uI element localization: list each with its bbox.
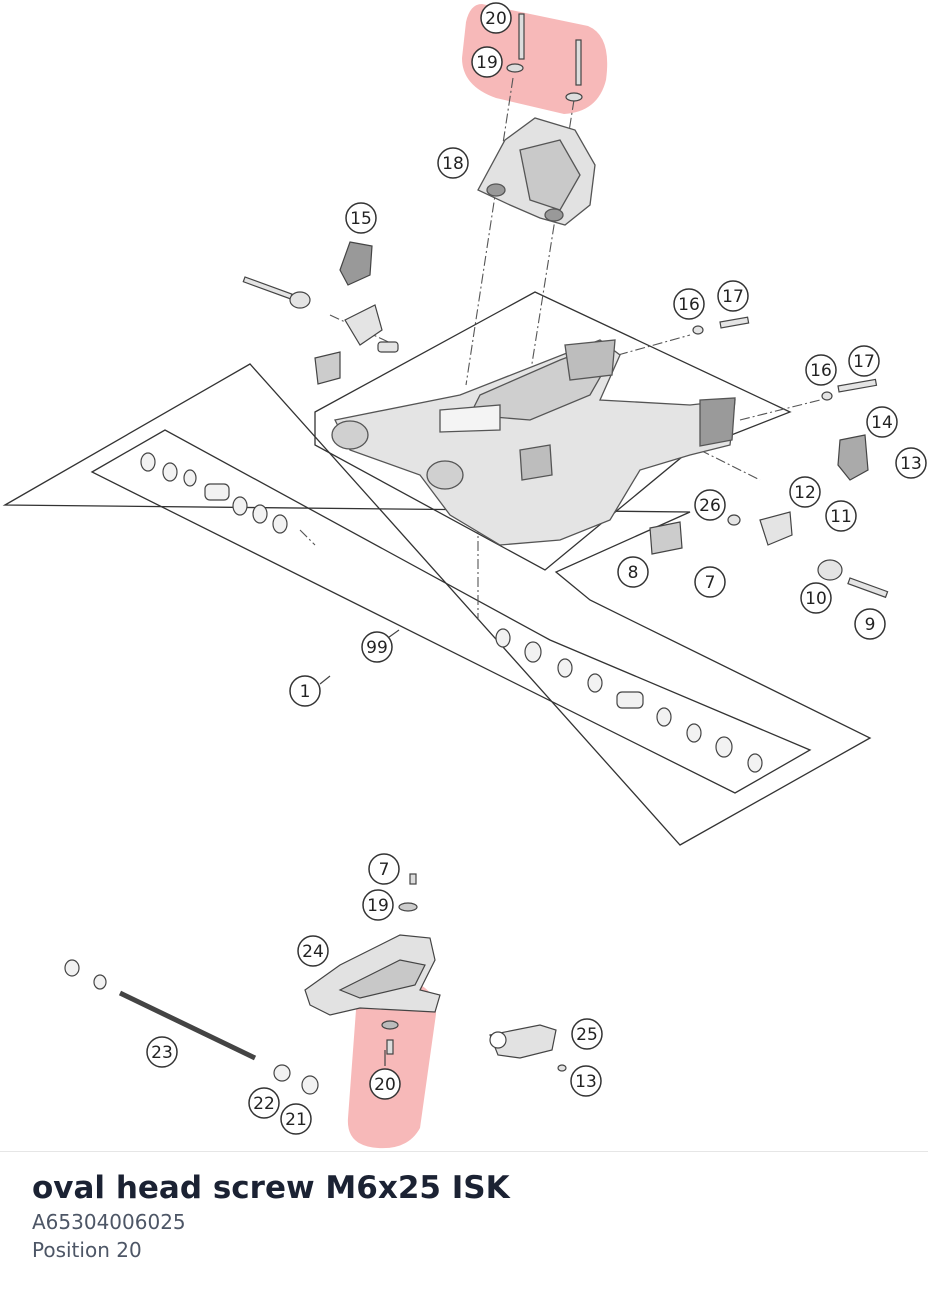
callout-11: 11 bbox=[830, 507, 852, 527]
callout-21: 21 bbox=[285, 1110, 307, 1130]
callout-20-top: 20 bbox=[485, 9, 507, 29]
callout-14-circle[interactable] bbox=[866, 406, 898, 438]
callout-20-bottom: 20 bbox=[374, 1075, 396, 1095]
bearing-set-left bbox=[140, 452, 288, 534]
highlight-position-20-bottom[interactable] bbox=[347, 979, 436, 1149]
callout-19b: 19 bbox=[367, 896, 389, 916]
callout-21-circle[interactable] bbox=[280, 1103, 312, 1135]
callout-1: 1 bbox=[300, 682, 311, 702]
callout-12-circle[interactable] bbox=[789, 476, 821, 508]
callout-16b: 16 bbox=[810, 361, 832, 381]
callout-13b-circle[interactable] bbox=[570, 1065, 602, 1097]
callout-24-circle[interactable] bbox=[297, 935, 329, 967]
callout-7b-circle[interactable] bbox=[368, 853, 400, 885]
kit-outline-1 bbox=[2, 363, 872, 846]
callout-7a-circle[interactable] bbox=[694, 566, 726, 598]
chain-slider bbox=[304, 873, 441, 1055]
screw-20-left bbox=[518, 13, 525, 60]
callout-17a: 17 bbox=[722, 287, 744, 307]
chain-guard bbox=[477, 117, 596, 226]
left-bracket-group bbox=[242, 241, 399, 385]
callout-10: 10 bbox=[805, 589, 827, 609]
kit-outline-99 bbox=[90, 429, 812, 794]
callout-24: 24 bbox=[302, 942, 324, 962]
washer-19-right bbox=[565, 92, 583, 102]
callout-12: 12 bbox=[794, 483, 816, 503]
callout-7a: 7 bbox=[705, 573, 716, 593]
callout-22: 22 bbox=[253, 1094, 275, 1114]
callout-26-circle[interactable] bbox=[694, 489, 726, 521]
callout-18: 18 bbox=[442, 154, 464, 174]
callout-15: 15 bbox=[350, 209, 372, 229]
callout-13a-circle[interactable] bbox=[895, 447, 927, 479]
part-name: oval head screw M6x25 ISK bbox=[32, 1170, 510, 1206]
part-info-panel: oval head screw M6x25 ISK A65304006025 P… bbox=[0, 1151, 928, 1290]
callout-8: 8 bbox=[628, 563, 639, 583]
callout-7b: 7 bbox=[379, 860, 390, 880]
callout-15-circle[interactable] bbox=[345, 202, 377, 234]
callout-20-bottom-circle[interactable] bbox=[369, 1068, 401, 1100]
callout-17b-circle[interactable] bbox=[848, 345, 880, 377]
swingarm-axle bbox=[64, 959, 319, 1095]
washer-19-left bbox=[506, 63, 524, 73]
callout-19b-circle[interactable] bbox=[362, 889, 394, 921]
callout-23-circle[interactable] bbox=[146, 1036, 178, 1068]
callout-9-circle[interactable] bbox=[854, 608, 886, 640]
callout-1-circle[interactable] bbox=[289, 675, 321, 707]
right-bracket-group bbox=[649, 316, 889, 599]
bearing-set-right bbox=[495, 628, 763, 773]
screw-20-right bbox=[575, 39, 582, 86]
part-position: Position 20 bbox=[32, 1238, 142, 1262]
callout-17a-circle[interactable] bbox=[717, 280, 749, 312]
callout-16a: 16 bbox=[678, 295, 700, 315]
part-number: A65304006025 bbox=[32, 1210, 186, 1234]
callout-16b-circle[interactable] bbox=[805, 354, 837, 386]
callout-16a-circle[interactable] bbox=[673, 288, 705, 320]
callout-14: 14 bbox=[871, 413, 893, 433]
callout-26: 26 bbox=[699, 496, 721, 516]
callout-23: 23 bbox=[151, 1043, 173, 1063]
callout-22-circle[interactable] bbox=[248, 1087, 280, 1119]
callout-99: 99 bbox=[366, 638, 388, 658]
chain-guide-25 bbox=[489, 1024, 567, 1072]
callout-19-top: 19 bbox=[476, 53, 498, 73]
callout-10-circle[interactable] bbox=[800, 582, 832, 614]
callout-13a: 13 bbox=[900, 454, 922, 474]
callout-18-circle[interactable] bbox=[437, 147, 469, 179]
callout-9: 9 bbox=[865, 615, 876, 635]
exploded-parts-diagram: 20 19 18 15 16 17 16 17 14 13 12 26 11 8… bbox=[2, 2, 927, 1149]
swingarm bbox=[331, 339, 736, 546]
callout-20-top-circle[interactable] bbox=[480, 2, 512, 34]
callout-99-circle[interactable] bbox=[361, 631, 393, 663]
callout-19-top-circle[interactable] bbox=[471, 46, 503, 78]
callout-8-circle[interactable] bbox=[617, 556, 649, 588]
callout-17b: 17 bbox=[853, 352, 875, 372]
callout-13b: 13 bbox=[575, 1072, 597, 1092]
callout-25: 25 bbox=[576, 1025, 598, 1045]
callout-11-circle[interactable] bbox=[825, 500, 857, 532]
callout-25-circle[interactable] bbox=[571, 1018, 603, 1050]
